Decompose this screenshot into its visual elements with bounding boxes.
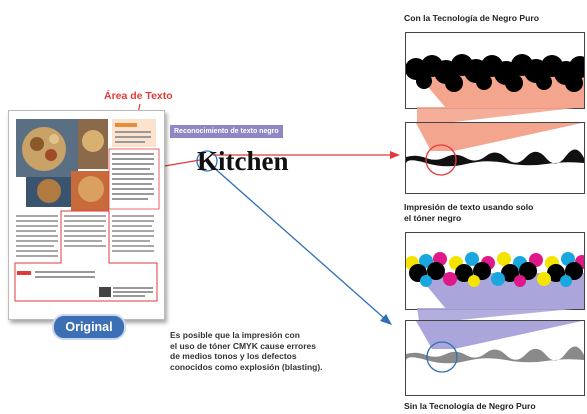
red-arrow-head xyxy=(390,151,400,159)
cmyk-print-panel xyxy=(405,320,585,396)
kitchen-k-circle xyxy=(196,150,218,172)
black-only-line xyxy=(406,123,584,176)
middle-title: Impresión de texto usando solo el tóner … xyxy=(404,202,533,224)
middle-title-line1: Impresión de texto usando solo xyxy=(404,202,534,212)
area-de-texto-label: Área de Texto xyxy=(104,90,173,102)
top-panel-title: Con la Tecnología de Negro Puro xyxy=(404,13,539,23)
document-thumbnail xyxy=(8,110,165,320)
note-line: Es posible que la impresión con xyxy=(170,330,300,340)
cmyk-dots xyxy=(406,252,584,309)
blue-arrow-head xyxy=(380,314,392,325)
document-thumbnail-art xyxy=(14,119,160,302)
kitchen-sample-text: Kitchen xyxy=(197,146,289,176)
cmyk-magnified-panel xyxy=(405,232,585,310)
cmyk-gray-line xyxy=(406,321,584,373)
original-button[interactable]: Original xyxy=(52,314,126,340)
black-only-print-panel xyxy=(405,122,585,194)
note-line: de medios tonos y los defectos xyxy=(170,351,297,361)
cmyk-beam xyxy=(417,308,583,321)
note-line: conocidos como explosión (blasting). xyxy=(170,361,323,372)
pure-black-magnified-panel xyxy=(405,32,585,109)
cmyk-note: Es posible que la impresión con el uso d… xyxy=(170,330,323,372)
pure-black-beam xyxy=(417,107,583,123)
note-line: el uso de tóner CMYK cause errores xyxy=(170,340,316,351)
middle-title-line2: el tóner negro xyxy=(404,213,462,223)
bottom-panel-title: Sin la Tecnología de Negro Puro xyxy=(404,401,536,411)
blue-arrow-line xyxy=(211,165,385,319)
pure-black-dots xyxy=(406,54,584,108)
reconocimiento-tag: Reconocimiento de texto negro xyxy=(170,125,283,138)
